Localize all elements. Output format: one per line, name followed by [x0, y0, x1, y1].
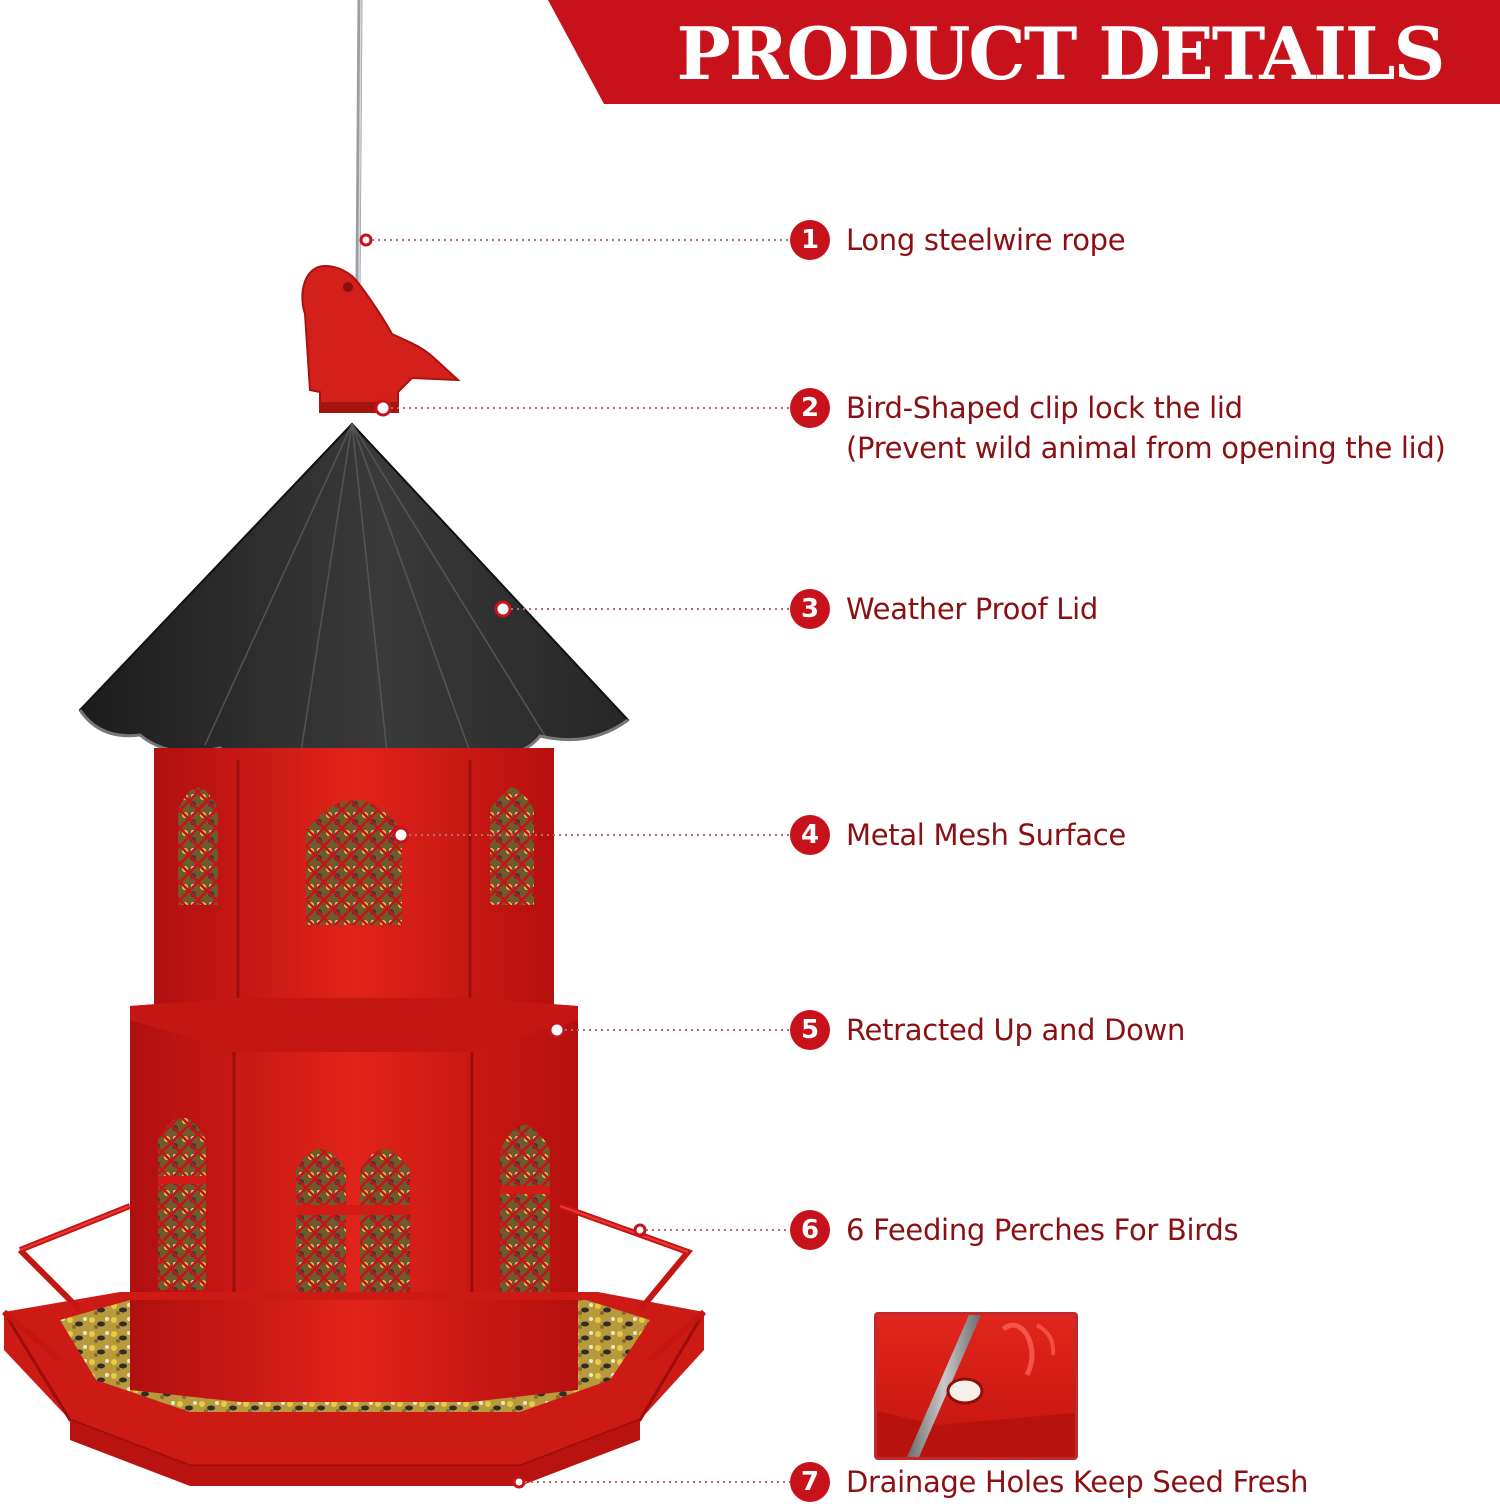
header-banner [548, 0, 1500, 104]
callout-text: Metal Mesh Surface [846, 818, 1126, 852]
callout-number: 4 [790, 815, 830, 855]
callout-text: Long steelwire rope [846, 223, 1126, 257]
callout-text: Drainage Holes Keep Seed Fresh [846, 1465, 1309, 1499]
callout-number: 1 [790, 220, 830, 260]
callout-1: 1 Long steelwire rope [790, 220, 1126, 260]
callout-number: 5 [790, 1010, 830, 1050]
callout-line-2: (Prevent wild animal from opening the li… [846, 431, 1446, 465]
callout-text: 6 Feeding Perches For Birds [846, 1213, 1239, 1247]
callout-7: 7 Drainage Holes Keep Seed Fresh [790, 1462, 1309, 1502]
callout-4: 4 Metal Mesh Surface [790, 815, 1126, 855]
callout-number: 2 [790, 388, 830, 428]
bird-feeder-image [2, 0, 706, 1489]
callout-3: 3 Weather Proof Lid [790, 589, 1098, 629]
callout-6: 6 6 Feeding Perches For Birds [790, 1210, 1239, 1250]
page-title: PRODUCT DETAILS [676, 11, 1446, 96]
callout-text: Bird-Shaped clip lock the lid (Prevent w… [846, 388, 1446, 468]
callout-text: Weather Proof Lid [846, 592, 1099, 626]
callout-5: 5 Retracted Up and Down [790, 1010, 1185, 1050]
callout-number: 6 [790, 1210, 830, 1250]
drainage-hole-closeup-image [874, 1312, 1078, 1460]
callout-2: 2 Bird-Shaped clip lock the lid (Prevent… [790, 388, 1446, 468]
callout-number: 7 [790, 1462, 830, 1502]
callout-line-1: Bird-Shaped clip lock the lid [846, 391, 1243, 425]
callout-text: Retracted Up and Down [846, 1013, 1186, 1047]
callout-number: 3 [790, 589, 830, 629]
